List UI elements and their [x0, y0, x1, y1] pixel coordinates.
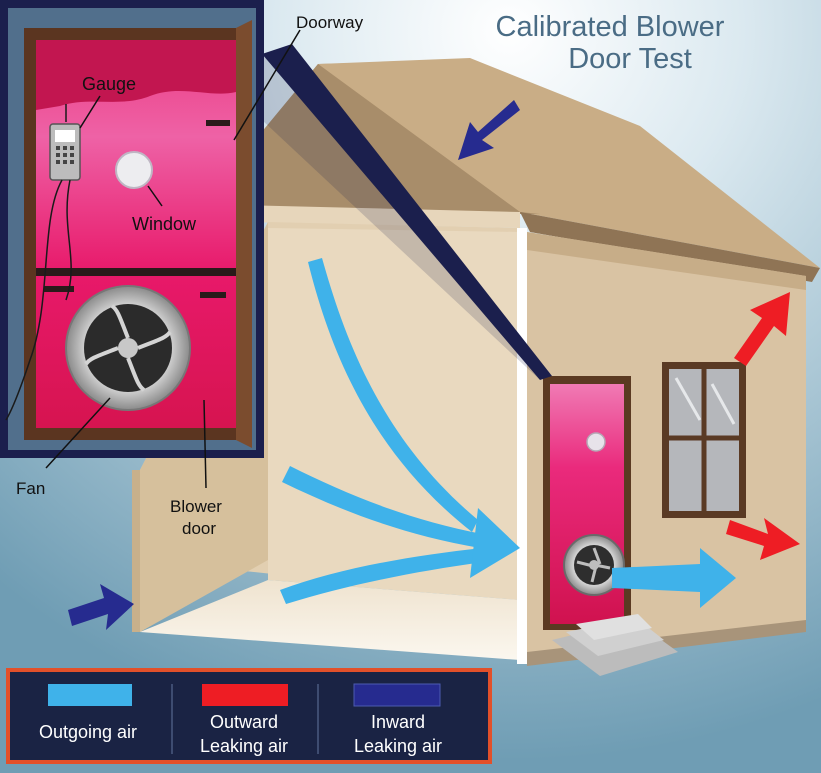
label-pointers	[45, 29, 301, 489]
legend-outward-label-line2: Leaking air	[200, 736, 288, 756]
legend-swatch-outward	[202, 684, 288, 706]
blower-door-label-line2: door	[182, 519, 216, 538]
legend-outgoing-label: Outgoing air	[39, 722, 137, 742]
window-label: Window	[132, 214, 197, 234]
house-window	[662, 362, 746, 518]
outgoing-air-arrows	[280, 258, 736, 608]
blower-door-label-line1: Blower	[170, 497, 222, 516]
legend-swatch-outgoing	[48, 684, 132, 706]
inset-callout-lines	[262, 44, 552, 380]
legend-inward-label-line2: Leaking air	[354, 736, 442, 756]
title-line1: Calibrated Blower	[496, 11, 725, 43]
legend: Outgoing air Outward Leaking air Inward …	[6, 668, 492, 764]
fan-label: Fan	[16, 479, 45, 498]
inward-leaking-arrows	[68, 100, 520, 630]
outward-leaking-arrows	[726, 292, 800, 560]
title-line2: Door Test	[568, 43, 692, 75]
legend-swatch-inward	[353, 683, 441, 707]
doorway-label: Doorway	[296, 13, 364, 32]
blower-door-inset	[0, 0, 264, 458]
gauge-label: Gauge	[82, 74, 136, 94]
house-blower-door	[543, 376, 678, 676]
legend-inward-label-line1: Inward	[371, 712, 425, 732]
legend-outward-label-line1: Outward	[210, 712, 278, 732]
